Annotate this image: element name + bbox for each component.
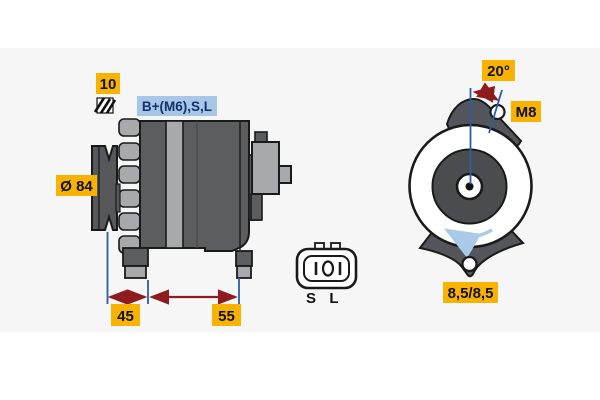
side-view: 10 B+(M6),S,L Ø 84 45 55: [56, 73, 292, 326]
bottom-lug-hole: [461, 255, 478, 273]
svg-text:20°: 20°: [487, 63, 510, 80]
alternator-body: [139, 120, 250, 252]
thread-size-label: M8: [511, 101, 541, 122]
belt-width-label: 10: [96, 73, 120, 94]
pulley: [91, 145, 118, 231]
pin-label-s: S: [306, 290, 316, 307]
svg-text:Ø 84: Ø 84: [60, 178, 93, 195]
connector-pin-center: [321, 260, 335, 277]
stator-band: [165, 120, 184, 249]
svg-text:B+(M6),S,L: B+(M6),S,L: [142, 99, 212, 114]
rotation-direction-arrow: [443, 228, 493, 259]
angle-label: 20°: [482, 60, 515, 81]
svg-text:M8: M8: [516, 104, 537, 121]
shaft-center-dot: [465, 182, 474, 191]
regulator-bracket-lower: [250, 193, 263, 221]
belt-profile-hatch-icon: [93, 97, 117, 114]
connector-block-side-tab: [278, 165, 292, 184]
pulley-shaft: [115, 183, 121, 213]
angled-reference-line: [488, 89, 503, 134]
svg-text:8,5/8,5: 8,5/8,5: [448, 285, 494, 302]
angle-arrow: [472, 82, 500, 103]
svg-text:45: 45: [117, 308, 134, 325]
mounting-feet: [122, 247, 253, 279]
rear-view: 20° M8 8,5/8,5: [408, 60, 541, 303]
svg-text:55: 55: [218, 308, 235, 325]
dim-45-label: 45: [111, 304, 140, 326]
terminals-callout: B+(M6),S,L: [137, 96, 217, 116]
connector-block: [251, 141, 280, 195]
plug-connector-view: S L: [295, 242, 358, 307]
dim-55-label: 55: [212, 304, 241, 326]
pulley-diameter-label: Ø 84: [56, 175, 97, 196]
mounting-hole-label: 8,5/8,5: [443, 282, 498, 303]
pin-label-l: L: [329, 290, 338, 307]
svg-text:10: 10: [100, 76, 117, 93]
